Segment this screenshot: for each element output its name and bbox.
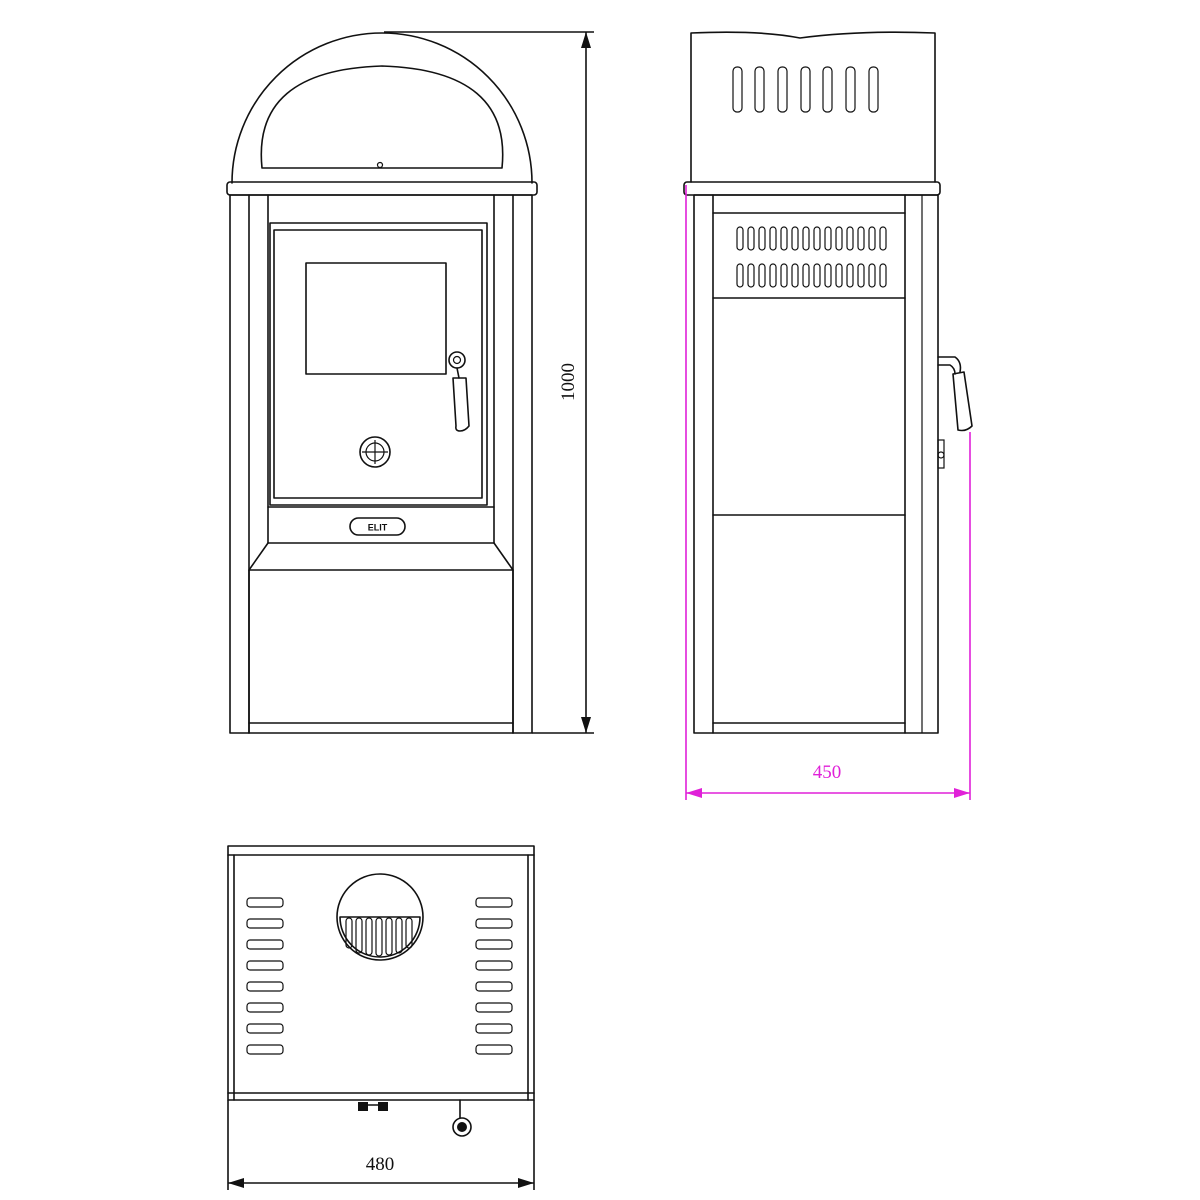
front-dome-outer bbox=[231, 32, 533, 184]
front-dome-window bbox=[260, 65, 504, 169]
top-flue-icon bbox=[336, 873, 424, 961]
depth-dimension-label: 450 bbox=[813, 762, 842, 783]
side-top-box-vents bbox=[732, 66, 879, 113]
front-badge bbox=[349, 517, 406, 536]
front-body bbox=[229, 194, 533, 734]
top-knob-icon bbox=[358, 1102, 388, 1111]
front-top-cap bbox=[226, 181, 538, 196]
top-vents-left bbox=[246, 897, 284, 1055]
front-door-frame bbox=[269, 222, 488, 506]
top-body bbox=[227, 845, 535, 1101]
front-air-control-icon bbox=[359, 436, 391, 468]
side-vents-upper bbox=[736, 226, 887, 251]
height-dimension: 1000 bbox=[384, 31, 594, 734]
width-dimension-label: 480 bbox=[366, 1154, 395, 1175]
front-view: ELIT 1000 bbox=[226, 31, 594, 734]
side-door-handle bbox=[937, 356, 973, 469]
front-door bbox=[273, 229, 483, 499]
height-dimension-label: 1000 bbox=[558, 363, 579, 401]
side-vents-lower bbox=[736, 263, 887, 288]
front-dome-knob bbox=[376, 161, 384, 169]
front-lower-panel bbox=[248, 542, 269, 734]
top-view: 480 bbox=[227, 845, 535, 1190]
depth-dimension: 450 bbox=[685, 185, 971, 800]
top-handle-icon bbox=[452, 1099, 472, 1137]
side-view: 450 bbox=[683, 31, 973, 800]
side-top-box bbox=[690, 31, 936, 183]
front-badge-text: ELIT bbox=[368, 523, 388, 533]
side-top-cap bbox=[683, 181, 941, 196]
top-vents-right bbox=[475, 897, 513, 1055]
side-body bbox=[693, 194, 939, 734]
width-dimension: 480 bbox=[227, 1100, 535, 1190]
front-door-handle bbox=[448, 351, 470, 432]
front-glass bbox=[305, 262, 447, 375]
